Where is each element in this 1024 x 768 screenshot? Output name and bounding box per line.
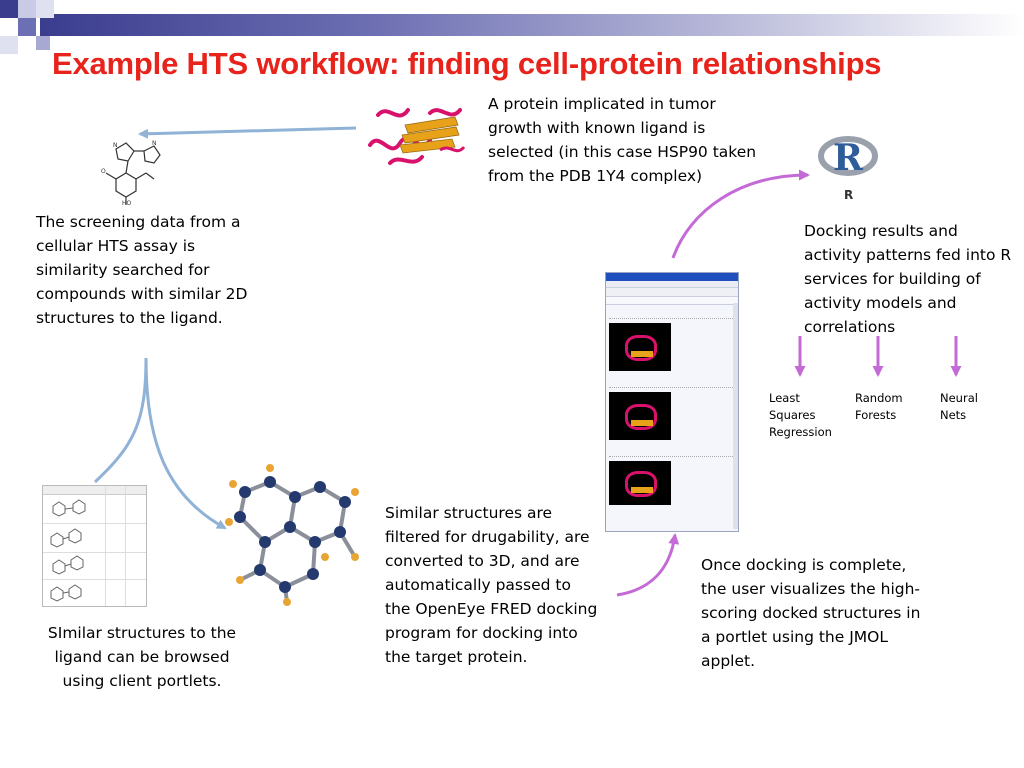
svg-text:N: N [113, 142, 118, 149]
docking-complete-text: Once docking is complete, the user visua… [701, 556, 921, 670]
arrow-fork-to-table [93, 357, 148, 484]
protein-selected-text: A protein implicated in tumor growth wit… [488, 95, 757, 185]
model-neural-nets: Neural Nets [940, 390, 978, 424]
filtered-text: Similar structures are filtered for drug… [385, 504, 598, 666]
header-square [36, 0, 54, 18]
header-square [18, 18, 36, 36]
browse-text: SImilar structures to the ligand can be … [47, 624, 237, 690]
model-random-forests: Random Forests [855, 390, 903, 424]
header-square [0, 0, 18, 18]
model-label-line: Squares [769, 408, 816, 422]
arrow-results-to-r [671, 169, 810, 259]
model-label-line: Neural [940, 391, 978, 405]
arrow-fork-to-3d [144, 357, 227, 530]
model-label-line: Random [855, 391, 903, 405]
r-logo-caption: R [844, 188, 854, 202]
model-label-line: Forests [855, 408, 897, 422]
header-square [36, 36, 50, 50]
slide-title: Example HTS workflow: finding cell-prote… [52, 46, 882, 81]
ligand-structure-image: N N O HO [101, 140, 161, 207]
header-square [0, 36, 18, 54]
header-square [18, 0, 36, 18]
jmol-portlet-screenshot [605, 272, 739, 532]
model-least-squares: Least Squares Regression [769, 390, 832, 441]
structure-browse-table [42, 485, 147, 607]
screening-text: The screening data from a cellular HTS a… [36, 213, 248, 327]
3d-structure-image [225, 464, 359, 606]
svg-text:N: N [152, 140, 157, 147]
model-label-line: Regression [769, 425, 832, 439]
r-logo-image: R [818, 136, 878, 179]
model-label-line: Least [769, 391, 800, 405]
docking-results-text: Docking results and activity patterns fe… [804, 222, 1012, 336]
r-logo-letter: R [833, 137, 864, 179]
header-bar [40, 14, 1024, 36]
svg-text:O: O [101, 168, 106, 175]
arrow-docking-to-jmol [616, 533, 680, 597]
arrow-protein-to-ligand [138, 126, 357, 139]
svg-text:HO: HO [122, 200, 132, 207]
model-label-line: Nets [940, 408, 967, 422]
protein-ribbon-image [368, 108, 466, 165]
